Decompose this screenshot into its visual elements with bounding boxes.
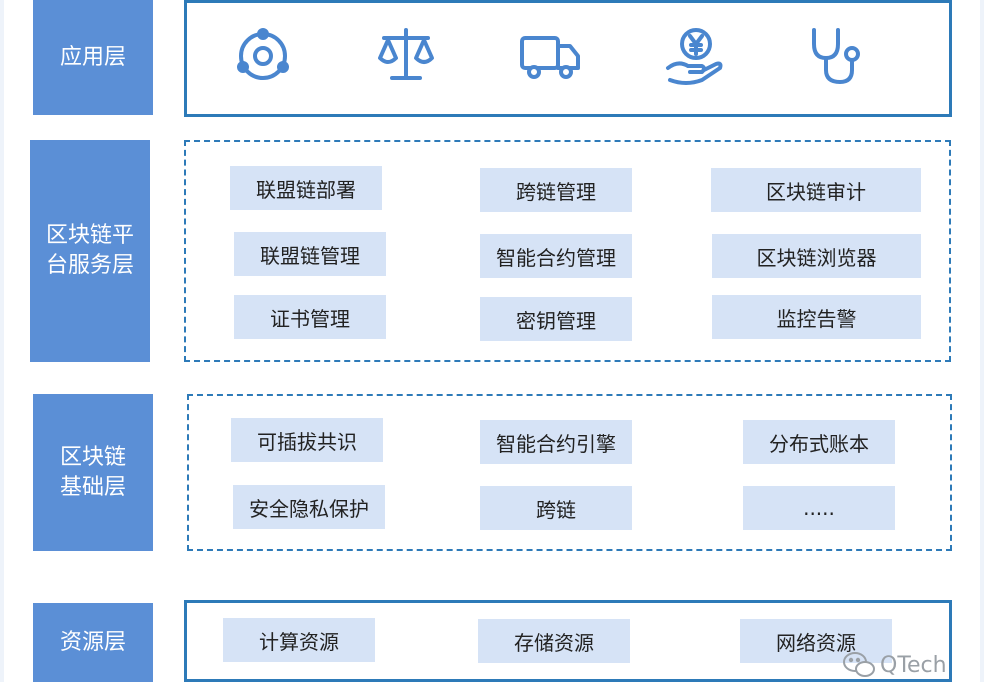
base-item: 智能合约引擎 [480,420,632,464]
stethoscope-icon [804,24,868,88]
resource-layer-label: 资源层 [33,603,153,682]
application-layer-box [184,0,952,117]
service-item: 联盟链管理 [234,232,386,276]
service-item: 证书管理 [234,295,386,339]
base-item: 跨链 [480,486,632,530]
service-layer-box [184,140,951,362]
base-item: 可插拔共识 [231,418,383,462]
service-item: 智能合约管理 [480,234,632,278]
resource-layer-box [184,600,952,682]
architecture-diagram: 应用层 [4,0,980,682]
service-item: 密钥管理 [480,297,632,341]
service-item: 联盟链部署 [230,166,382,210]
watermark-text: QTech [880,652,947,678]
service-item: 区块链浏览器 [712,234,921,278]
resource-item: 网络资源 [740,619,892,663]
application-layer-label: 应用层 [33,0,153,115]
watermark: QTech [842,650,947,680]
service-item: 跨链管理 [480,168,632,212]
base-layer-label: 区块链 基础层 [33,394,153,551]
service-item: 监控告警 [712,295,921,339]
service-layer-label: 区块链平 台服务层 [30,140,150,362]
truck-icon [518,24,582,88]
yuan-hand-icon [662,24,726,88]
wechat-icon [843,652,875,677]
base-item: ..... [743,486,895,530]
base-item: 安全隐私保护 [233,485,385,529]
target-icon [231,24,295,88]
base-layer-box [187,394,952,551]
scale-icon [374,24,438,88]
resource-item: 存储资源 [478,619,630,663]
resource-item: 计算资源 [223,618,375,662]
service-item: 区块链审计 [711,168,921,212]
base-item: 分布式账本 [743,420,895,464]
